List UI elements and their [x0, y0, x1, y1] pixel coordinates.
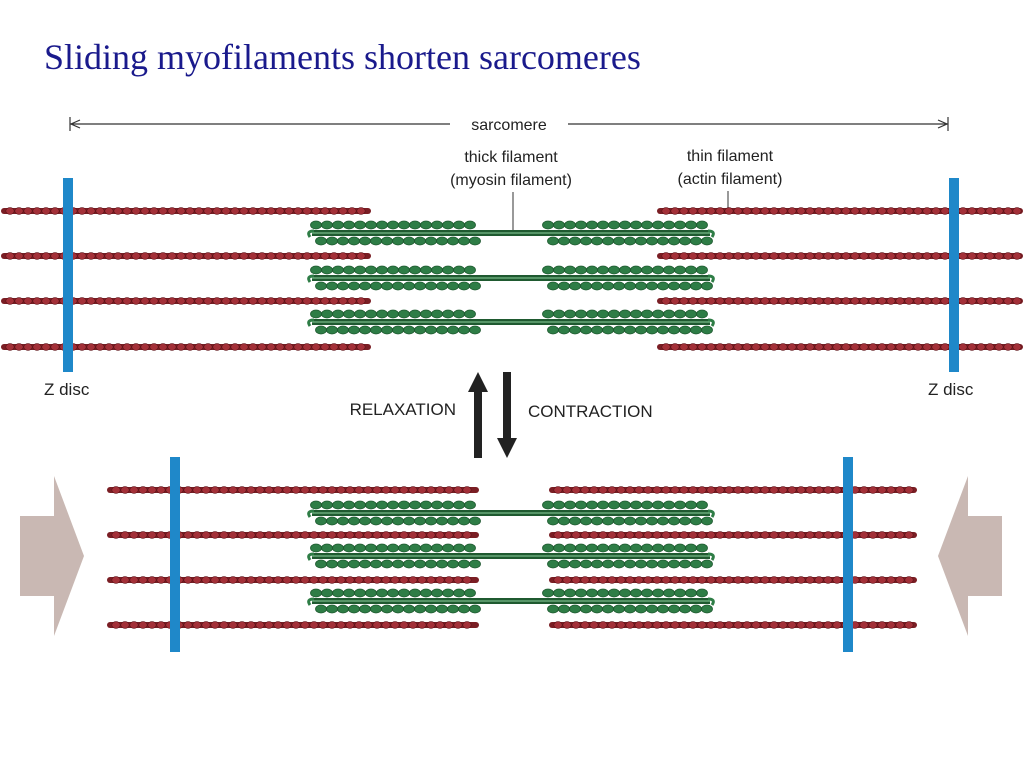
myosin-filament [307, 309, 715, 335]
actin-filament [549, 621, 917, 629]
sarcomere-dimension: sarcomere [69, 117, 949, 134]
z-disc [63, 178, 73, 372]
actin-filament [107, 621, 479, 629]
contraction-label: CONTRACTION [528, 402, 653, 421]
relaxed-sarcomere [1, 178, 1023, 372]
thin-filament-label: thin filament [687, 148, 774, 165]
myosin-filament-label: (myosin filament) [450, 172, 572, 189]
z-disc [949, 178, 959, 372]
actin-filament [657, 343, 1023, 351]
right-force-arrow-icon [938, 476, 1002, 636]
left-force-arrow-icon [20, 476, 84, 636]
relaxation-arrow-icon [468, 372, 488, 458]
actin-filament [657, 207, 1023, 215]
actin-filament [107, 486, 479, 494]
actin-filament [1, 252, 371, 260]
myosin-filament [307, 220, 715, 246]
actin-filament [107, 576, 479, 584]
actin-filament [657, 252, 1023, 260]
actin-filament-label: (actin filament) [678, 171, 783, 188]
actin-filament [1, 207, 371, 215]
actin-filament [549, 576, 917, 584]
actin-filament [1, 297, 371, 305]
contracted-sarcomere [107, 457, 917, 652]
myosin-filament [307, 265, 715, 291]
relaxation-label: RELAXATION [350, 400, 456, 419]
actin-filament [1, 343, 371, 351]
actin-filament [549, 531, 917, 539]
myosin-filament [307, 500, 715, 526]
state-arrows: RELAXATION CONTRACTION [350, 372, 653, 458]
myosin-filament [307, 588, 715, 614]
z-disc [170, 457, 180, 652]
slide-title: Sliding myofilaments shorten sarcomeres [44, 37, 641, 77]
sarcomere-label: sarcomere [471, 117, 547, 134]
myosin-filament [307, 543, 715, 569]
actin-filament [549, 486, 917, 494]
actin-filament [657, 297, 1023, 305]
z-disc-right-label: Z disc [928, 380, 974, 399]
thick-filament-label: thick filament [464, 149, 558, 166]
contraction-arrow-icon [497, 372, 517, 458]
actin-filament [107, 531, 479, 539]
z-disc-left-label: Z disc [44, 380, 90, 399]
z-disc [843, 457, 853, 652]
